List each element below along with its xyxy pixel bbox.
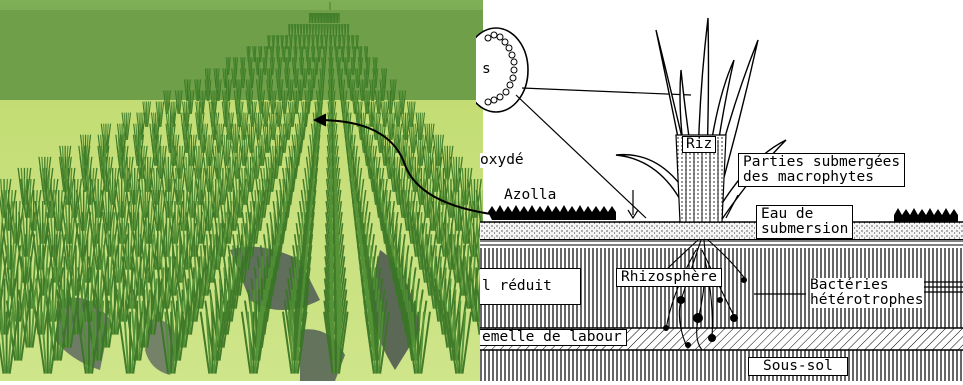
rice-ecosystem-diagram: oxydé Azolla Riz Parties submergées des … (476, 0, 963, 381)
label-submerged-parts-line1: Parties submergées (743, 155, 900, 170)
label-bacteria-line2: hétérotrophes (810, 293, 924, 308)
label-oxide: oxydé (480, 153, 524, 168)
subsoil-layer (480, 350, 963, 381)
label-submerged-parts-line2: des macrophytes (743, 170, 900, 185)
label-bacteria-line1: Bactéries (810, 278, 924, 293)
label-flood-water-line1: Eau de (761, 207, 848, 222)
flood-water-layer (480, 222, 963, 240)
label-subsoil: Sous-sol (748, 357, 848, 376)
rice-paddy-illustration (0, 0, 483, 381)
rice-paddy-photo (0, 0, 483, 381)
label-submerged-parts: Parties submergées des macrophytes (738, 153, 905, 187)
label-azolla: Azolla (504, 188, 556, 203)
label-heterotrophic-bacteria: Bactéries hétérotrophes (810, 278, 924, 308)
label-flood-water: Eau de submersion (756, 205, 853, 239)
label-rhizosphere: Rhizosphère (616, 268, 722, 287)
label-cell-fragment: s (482, 62, 491, 77)
label-plow-pan: emelle de labour (480, 329, 627, 346)
label-flood-water-line2: submersion (761, 222, 848, 237)
label-reduced-soil: l réduit (480, 268, 581, 305)
label-rice: Riz (682, 136, 716, 153)
